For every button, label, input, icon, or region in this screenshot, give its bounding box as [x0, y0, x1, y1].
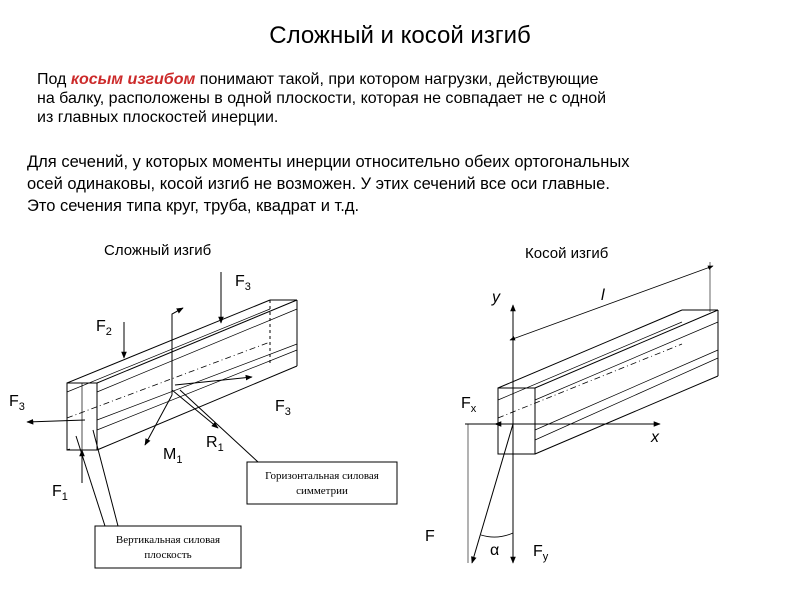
note-line2: осей одинаковы, косой изгиб не возможен.… [27, 175, 610, 193]
label-length-l: l [601, 287, 605, 304]
definition-prefix: Под [37, 71, 71, 88]
label-fx: Fx [461, 395, 477, 415]
callout-horizontal-line2: симметрии [296, 485, 348, 497]
label-m1: M1 [163, 446, 182, 466]
label-f3-right: F3 [275, 398, 291, 418]
label-f3-left: F3 [9, 393, 25, 413]
label-f: F [425, 528, 435, 545]
callout-vertical-box [94, 525, 242, 569]
label-fy: Fy [533, 543, 549, 563]
definition-line2: на балку, расположены в одной плоскости,… [37, 90, 607, 107]
complex-bending-diagram [26, 272, 398, 569]
callout-vertical-line1: Вертикальная силовая [116, 534, 220, 546]
note-line1: Для сечений, у которых моменты инерции о… [27, 153, 630, 171]
note-paragraph: Для сечений, у которых моменты инерции о… [27, 151, 787, 217]
callout-horizontal-line1: Горизонтальная силовая [265, 470, 379, 482]
label-r1: R1 [206, 434, 224, 454]
note-line3: Это сечения типа круг, труба, квадрат и … [27, 197, 360, 215]
oblique-bending-caption: Косой изгиб [525, 245, 609, 262]
page-title: Сложный и косой изгиб [269, 22, 531, 49]
definition-paragraph: Под косым изгибом понимают такой, при ко… [37, 70, 757, 127]
callout-vertical-line2: плоскость [144, 549, 191, 561]
definition-term: косым изгибом [70, 71, 196, 88]
label-f1: F1 [52, 483, 68, 503]
label-x-axis: x [650, 429, 660, 446]
beam-end-face-right [497, 387, 536, 455]
label-f3-top: F3 [235, 273, 251, 293]
label-f2: F2 [96, 318, 112, 338]
definition-line1: понимают такой, при котором нагрузки, де… [195, 71, 599, 88]
label-alpha: α [490, 542, 499, 559]
oblique-bending-diagram [465, 262, 719, 564]
complex-bending-caption: Сложный изгиб [104, 242, 212, 259]
definition-line3: из главных плоскостей инерции. [37, 109, 279, 126]
callout-horizontal-box [246, 461, 398, 505]
label-y-axis: y [491, 289, 501, 306]
